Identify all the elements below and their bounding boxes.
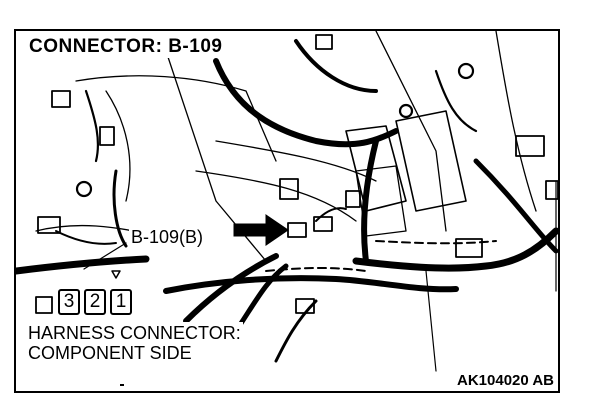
wire <box>434 69 478 133</box>
wiring-harness <box>352 227 558 272</box>
connector <box>99 126 115 146</box>
connector <box>51 90 71 108</box>
body-panel-outline <box>375 31 447 232</box>
connector <box>37 216 61 234</box>
body-panel-outline <box>165 50 267 262</box>
connector-title: CONNECTOR: B-109 <box>26 36 226 58</box>
wiring-harness <box>183 253 279 324</box>
wiring-harness <box>163 275 459 294</box>
wire <box>55 230 117 245</box>
wiring-harness <box>112 169 128 248</box>
engine-harness-illustration <box>16 31 558 386</box>
harness-tape <box>375 240 497 245</box>
relay-block-outline <box>395 110 467 212</box>
harness-connector-caption: HARNESS CONNECTOR: COMPONENT SIDE <box>26 322 243 364</box>
wiring-harness <box>294 39 378 93</box>
connector <box>515 135 545 157</box>
wiring-harness <box>16 255 150 275</box>
caption-line-2: COMPONENT SIDE <box>28 343 192 363</box>
connector <box>35 296 53 314</box>
pin-marker-triangle <box>111 270 121 279</box>
caption-line-1: HARNESS CONNECTOR: <box>28 323 241 343</box>
connector <box>313 216 333 232</box>
wire <box>84 89 100 163</box>
connector <box>545 180 558 200</box>
harness-tape <box>265 267 367 272</box>
wiring-harness <box>361 138 379 264</box>
duct-outline <box>215 140 377 182</box>
wiring-harness <box>274 299 318 363</box>
pin-1: 1 <box>110 289 132 315</box>
connector <box>455 238 483 258</box>
body-panel-outline <box>495 31 537 212</box>
ground-terminal <box>457 62 475 80</box>
bracket-outline <box>105 90 131 202</box>
pin-2: 2 <box>84 289 106 315</box>
duct-outline <box>195 170 357 222</box>
connector <box>345 190 361 208</box>
ground-terminal <box>75 180 93 198</box>
figure-id: AK104020 AB <box>455 372 556 389</box>
connector <box>287 222 307 238</box>
wire <box>315 207 347 222</box>
relay-block-outline <box>345 125 407 212</box>
connector-pin-diagram: 3 2 1 <box>58 287 182 317</box>
wiring-harness <box>473 158 558 254</box>
callout-arrow <box>233 214 289 246</box>
callout-leader <box>83 242 127 270</box>
body-panel-outline <box>75 75 277 162</box>
connector-callout-label: B-109(B) <box>129 227 206 248</box>
connector <box>279 178 299 200</box>
pin-3: 3 <box>58 289 80 315</box>
ground-terminal <box>398 103 414 119</box>
connector <box>295 298 315 314</box>
wiring-harness <box>213 58 399 148</box>
diagram-frame: CONNECTOR: B-109 B-109(B) 3 2 1 HARNESS … <box>14 29 560 393</box>
connector <box>315 34 333 50</box>
